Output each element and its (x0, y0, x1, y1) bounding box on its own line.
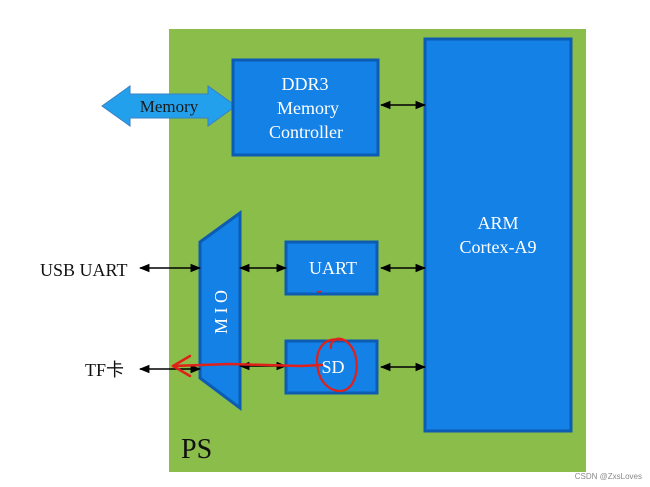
red-annotation-arrowhead (171, 354, 192, 378)
uart-block (284, 240, 379, 296)
red-annotation-arrow-line (171, 362, 324, 368)
ddr3-label-line3: Controller (269, 122, 343, 142)
arm-label-line1: ARM (477, 213, 518, 233)
arm-cortex-block (423, 37, 573, 433)
uart-label: UART (309, 258, 357, 278)
mio-label: M I O (211, 290, 231, 334)
tf-card-label: TF卡 (85, 360, 124, 380)
red-annotation-mark (316, 290, 322, 293)
memory-label: Memory (140, 97, 199, 116)
ps-label: PS (181, 434, 212, 465)
watermark: CSDN @ZxsLoves (574, 472, 642, 481)
ddr3-label-line1: DDR3 (281, 74, 328, 94)
mio-block (198, 210, 242, 411)
ddr3-label-line2: Memory (277, 98, 339, 118)
sd-label: SD (321, 357, 344, 377)
ddr3-controller-block (231, 58, 380, 157)
usb-uart-label: USB UART (40, 260, 127, 280)
red-annotation-circle (315, 337, 358, 393)
arm-label-line2: Cortex-A9 (460, 237, 537, 257)
